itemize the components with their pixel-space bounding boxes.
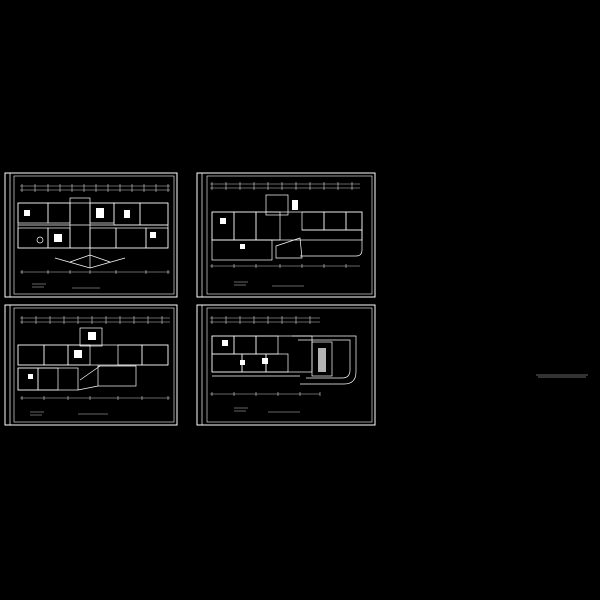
- drawing-note: [536, 374, 588, 378]
- sheet-inner-border: [13, 175, 175, 295]
- floor-plan: [17, 327, 169, 391]
- plan-sheet-top-right[interactable]: [196, 172, 376, 298]
- title-block: [32, 283, 100, 289]
- plan-sheet-bottom-right[interactable]: [196, 304, 376, 426]
- floor-plan: [211, 194, 363, 261]
- sheet-inner-border: [13, 307, 175, 423]
- bottom-dimension-line: [210, 264, 360, 268]
- title-block: [234, 281, 304, 287]
- sheet-inner-border: [206, 175, 373, 295]
- bottom-dimension-line: [20, 396, 170, 400]
- title-block: [30, 411, 108, 416]
- top-dimension-line: [210, 182, 360, 190]
- title-block: [234, 407, 300, 413]
- bottom-dimension-line: [20, 270, 170, 274]
- sheet-border: [196, 172, 376, 298]
- top-dimension-line: [210, 316, 320, 324]
- sheet-border: [4, 172, 178, 298]
- floor-plan: [17, 197, 169, 269]
- top-dimension-line: [20, 184, 170, 192]
- bottom-dimension-line: [210, 392, 321, 396]
- sheet-border: [4, 304, 178, 426]
- floor-plan: [211, 335, 357, 385]
- top-dimension-line: [20, 316, 170, 324]
- plan-sheet-top-left[interactable]: [4, 172, 178, 298]
- plan-sheet-bottom-left[interactable]: [4, 304, 178, 426]
- sheet-border: [196, 304, 376, 426]
- sheet-inner-border: [206, 307, 373, 423]
